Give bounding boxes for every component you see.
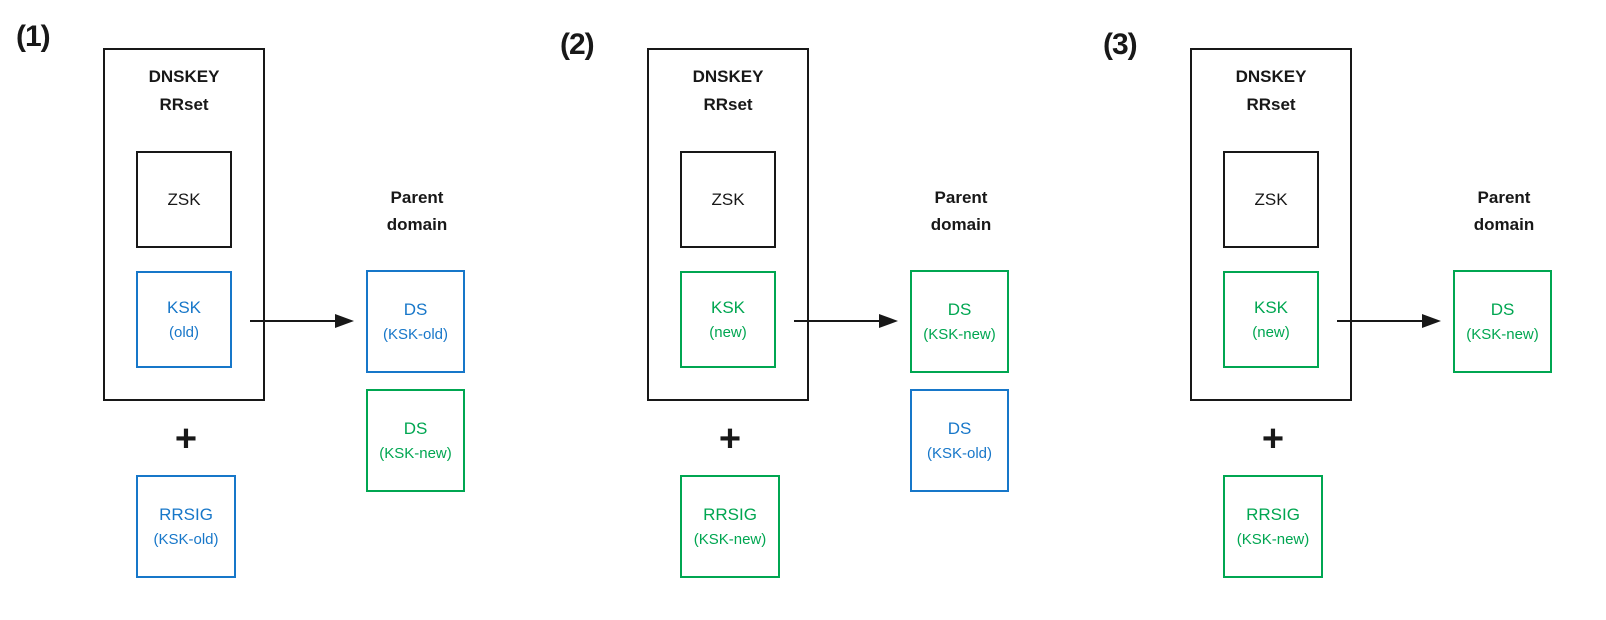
ds-sublabel: (KSK-old)	[382, 326, 449, 343]
ksk-label: KSK	[710, 298, 746, 317]
ds-sublabel: (KSK-new)	[923, 326, 996, 343]
ds-sublabel: (KSK-new)	[379, 445, 452, 462]
ksk-label: KSK	[166, 298, 202, 317]
zsk-box: ZSK	[1223, 151, 1319, 248]
dnskey-rrset-box: DNSKEY RRset ZSK KSK (new)	[1190, 48, 1352, 401]
dnskey-rrset-title-line2: RRset	[1246, 95, 1296, 114]
ksk-sublabel: (new)	[1252, 324, 1290, 341]
ksk-sublabel: (old)	[168, 324, 199, 341]
phase-label: (3)	[1103, 28, 1138, 61]
dnskey-rrset-title-line2: RRset	[159, 95, 209, 114]
rrsig-label: RRSIG	[159, 505, 213, 524]
rrsig-sublabel: (KSK-old)	[153, 531, 219, 548]
zsk-label: ZSK	[167, 190, 201, 209]
zsk-label: ZSK	[711, 190, 745, 209]
parent-domain-title: Parent domain	[1442, 184, 1566, 238]
ds-label: DS	[947, 300, 972, 319]
rrsig-box: RRSIG (KSK-new)	[1223, 475, 1323, 578]
dnskey-rrset-title-line1: DNSKEY	[1235, 67, 1307, 86]
ds-submission-arrow	[794, 311, 898, 331]
ksk-label: KSK	[1253, 298, 1289, 317]
dnskey-rrset-title-line1: DNSKEY	[692, 67, 764, 86]
ksk-box: KSK (new)	[680, 271, 776, 368]
ksk-box: KSK (old)	[136, 271, 232, 368]
rrsig-label: RRSIG	[703, 505, 757, 524]
parent-domain-title-line1: Parent	[1477, 188, 1531, 207]
dnskey-rrset-title-line2: RRset	[703, 95, 753, 114]
dnskey-rrset-title-line1: DNSKEY	[148, 67, 220, 86]
rrsig-box: RRSIG (KSK-new)	[680, 475, 780, 578]
ds-submission-arrow	[1337, 311, 1441, 331]
parent-domain-title-line2: domain	[930, 215, 992, 234]
plus-sign: +	[1261, 418, 1285, 460]
plus-sign: +	[174, 418, 198, 460]
ds-box: DS (KSK-new)	[1453, 270, 1552, 373]
rrsig-box: RRSIG (KSK-old)	[136, 475, 236, 578]
dnskey-rrset-box: DNSKEY RRset ZSK KSK (old)	[103, 48, 265, 401]
zsk-label: ZSK	[1254, 190, 1288, 209]
phase-label: (1)	[16, 20, 51, 53]
parent-domain-title-line2: domain	[1473, 215, 1535, 234]
phase-label: (2)	[560, 28, 595, 61]
ds-box: DS (KSK-new)	[366, 389, 465, 492]
parent-domain-title-line1: Parent	[934, 188, 988, 207]
ksk-sublabel: (new)	[709, 324, 747, 341]
ds-sublabel: (KSK-new)	[1466, 326, 1539, 343]
parent-domain-title: Parent domain	[899, 184, 1023, 238]
ds-label: DS	[403, 300, 428, 319]
zsk-box: ZSK	[680, 151, 776, 248]
ds-sublabel: (KSK-old)	[926, 445, 993, 462]
dnskey-rrset-box: DNSKEY RRset ZSK KSK (new)	[647, 48, 809, 401]
parent-domain-title-line2: domain	[386, 215, 448, 234]
ds-box: DS (KSK-old)	[910, 389, 1009, 492]
ds-label: DS	[947, 419, 972, 438]
ds-label: DS	[403, 419, 428, 438]
ds-box: DS (KSK-new)	[910, 270, 1009, 373]
dnskey-rrset-title: DNSKEY RRset	[1192, 63, 1350, 119]
parent-domain-title-line1: Parent	[390, 188, 444, 207]
rrsig-sublabel: (KSK-new)	[693, 531, 767, 548]
dnskey-rrset-title: DNSKEY RRset	[649, 63, 807, 119]
zsk-box: ZSK	[136, 151, 232, 248]
rrsig-sublabel: (KSK-new)	[1236, 531, 1310, 548]
parent-domain-title: Parent domain	[355, 184, 479, 238]
ds-label: DS	[1490, 300, 1515, 319]
plus-sign: +	[718, 418, 742, 460]
ds-submission-arrow	[250, 311, 354, 331]
ds-box: DS (KSK-old)	[366, 270, 465, 373]
dnskey-rrset-title: DNSKEY RRset	[105, 63, 263, 119]
rrsig-label: RRSIG	[1246, 505, 1300, 524]
ksk-box: KSK (new)	[1223, 271, 1319, 368]
